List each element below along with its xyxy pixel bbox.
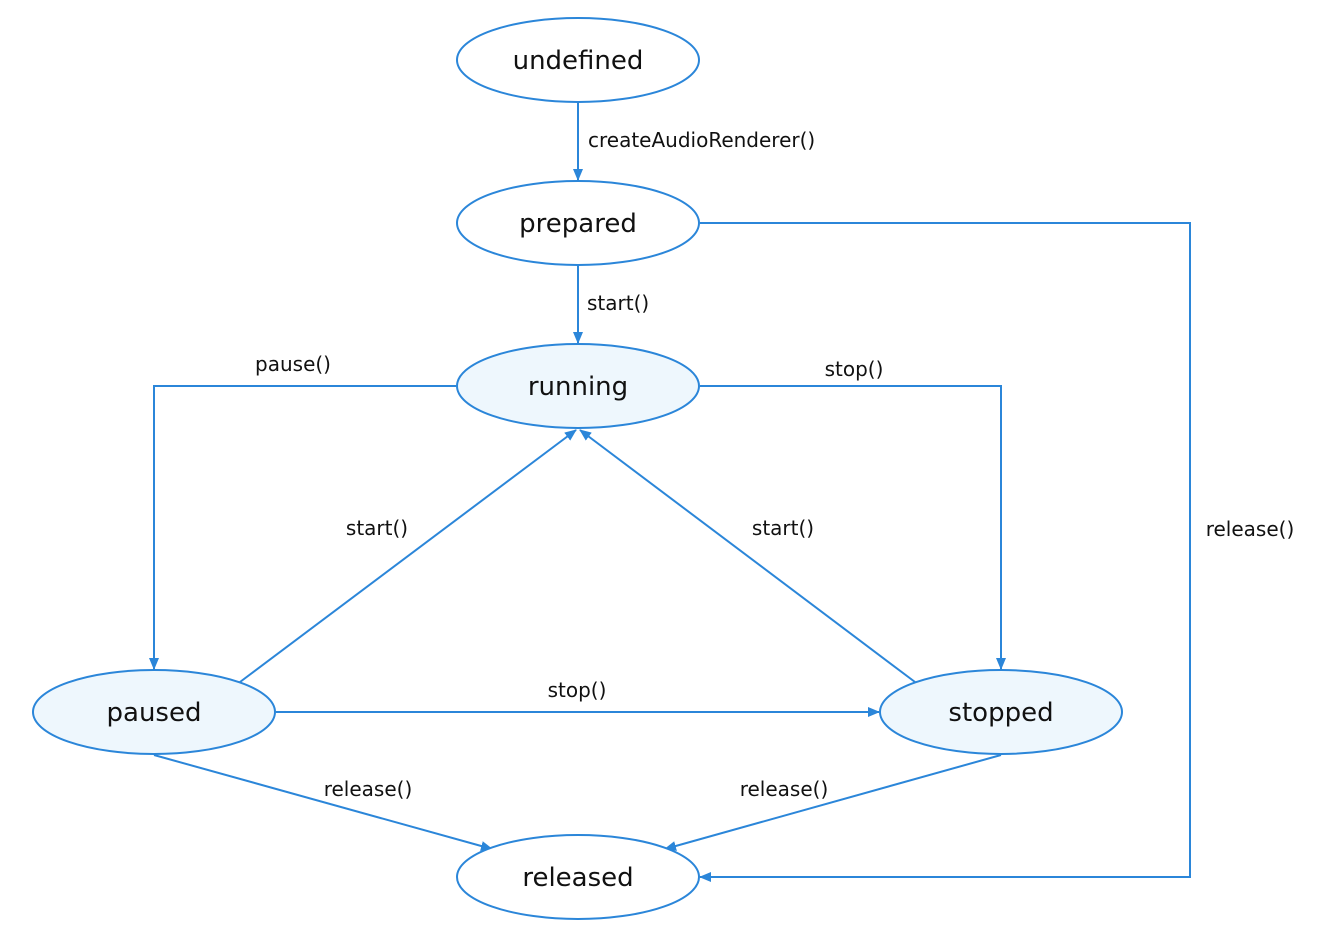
state-node-prepared: prepared [456,180,700,266]
transition-arrow-paused-to-released [153,754,493,851]
state-node-undefined: undefined [456,17,700,103]
transition-label-stopped-to-running: start() [752,516,814,540]
transition-label-running-to-stopped: stop() [825,357,884,381]
state-node-stopped: stopped [879,669,1123,755]
transition-arrow-stopped-to-released [664,754,1002,851]
transition-arrow-stopped-to-running [579,429,916,683]
state-label-prepared: prepared [519,209,637,239]
state-label-stopped: stopped [948,698,1053,728]
state-ellipse-running [456,343,700,429]
state-ellipse-stopped [879,669,1123,755]
state-label-released: released [522,863,633,893]
state-label-running: running [528,372,628,402]
state-node-released: released [456,834,700,920]
state-label-undefined: undefined [513,46,644,76]
transition-label-undefined-to-prepared: createAudioRenderer() [588,128,815,152]
transition-label-running-to-paused: pause() [255,352,331,376]
transition-label-prepared-to-running: start() [587,291,649,315]
transition-arrow-prepared-to-released [699,222,1191,882]
state-label-paused: paused [107,698,202,728]
state-node-paused: paused [32,669,276,755]
transition-label-paused-to-running: start() [346,516,408,540]
transition-arrow-paused-to-running [239,429,577,683]
transition-arrow-running-to-stopped [700,385,1006,670]
transition-arrow-running-to-paused [149,385,456,670]
transition-label-paused-to-stopped: stop() [548,678,607,702]
transition-label-stopped-to-released: release() [740,777,829,801]
state-ellipse-paused [32,669,276,755]
state-node-running: running [456,343,700,429]
state-ellipse-undefined [456,17,700,103]
transition-label-paused-to-released: release() [324,777,413,801]
state-ellipse-prepared [456,180,700,266]
transition-label-prepared-to-released: release() [1206,517,1295,541]
state-ellipse-released [456,834,700,920]
